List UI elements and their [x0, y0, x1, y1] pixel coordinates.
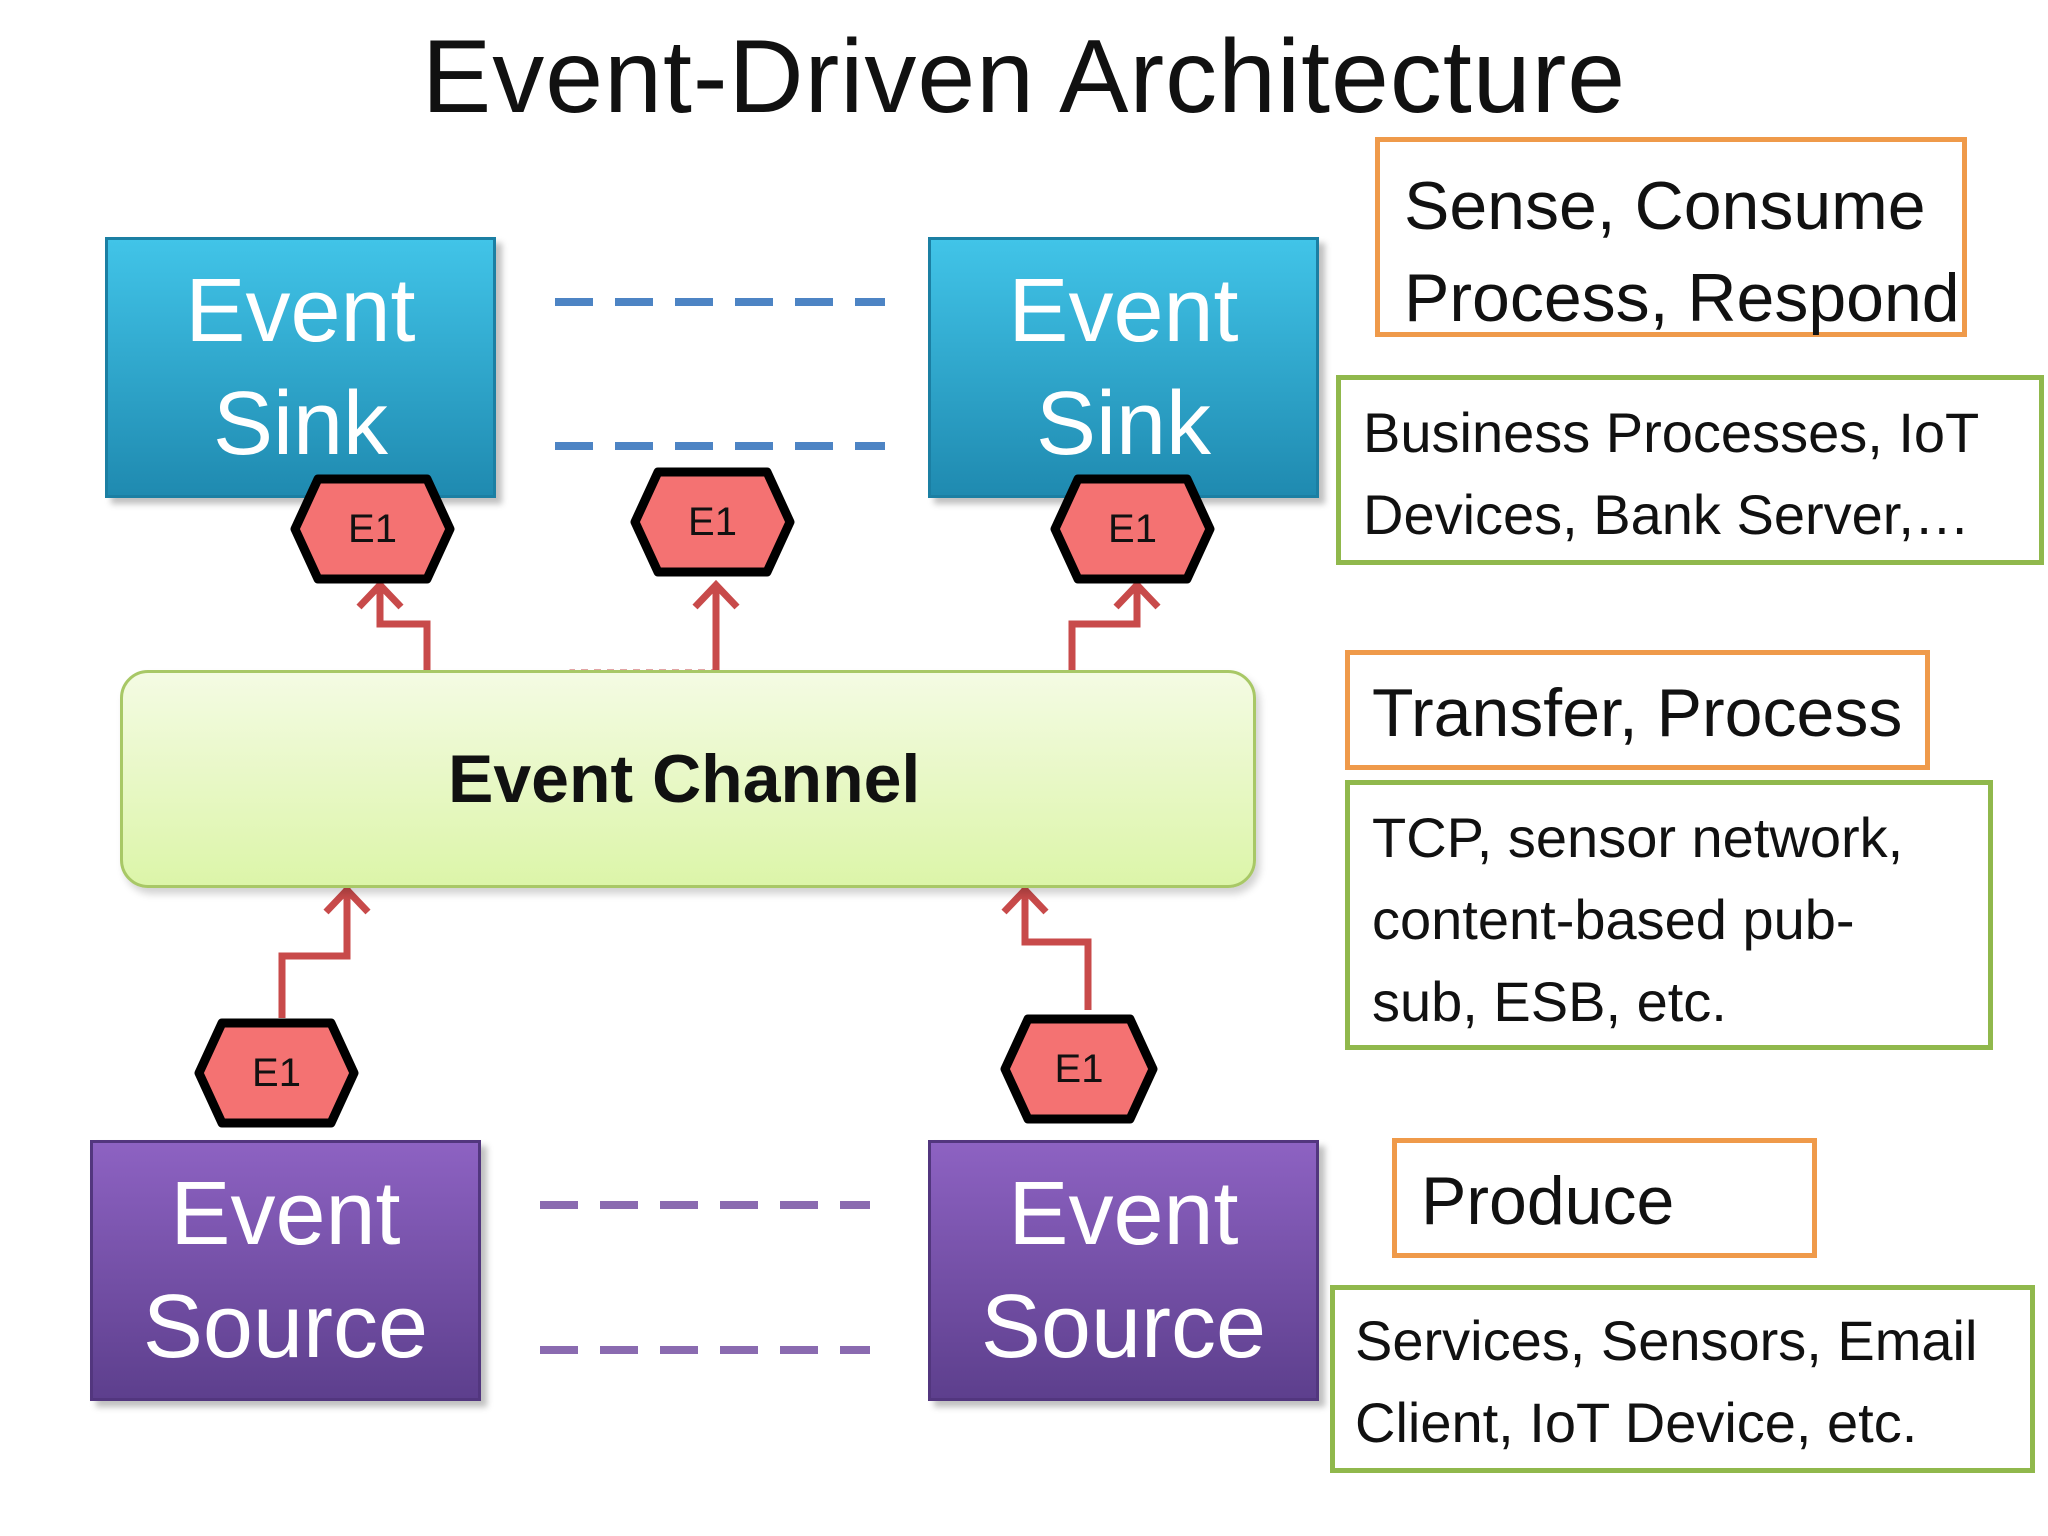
event-tag-source-left-label: E1 [252, 1050, 301, 1095]
event-sink-right-line1: Event [1008, 261, 1239, 361]
event-sink-left: Event Sink [105, 237, 496, 498]
event-tag-sink-right: E1 [1050, 474, 1215, 584]
right-sink-arrow [1068, 585, 1141, 670]
source-role-line1: Produce [1421, 1163, 1675, 1239]
sink-role-line2: Process, Respond [1404, 260, 1960, 336]
sink-examples-box: Business Processes, IoT Devices, Bank Se… [1336, 375, 2044, 565]
left-source-arrow [278, 890, 351, 1018]
right-source-arrow [1021, 890, 1092, 1010]
event-tag-source-right: E1 [1000, 1014, 1158, 1124]
sink-examples-line2: Devices, Bank Server,… [1363, 483, 1970, 546]
event-channel-label: Event Channel [448, 741, 921, 817]
event-tag-sink-left-label: E1 [348, 506, 397, 551]
event-tag-middle-label: E1 [688, 499, 737, 544]
right-sink-arrowhead [1113, 579, 1161, 610]
event-sink-left-line1: Event [185, 261, 416, 361]
event-tag-source-left: E1 [194, 1018, 359, 1128]
source-role-box: Produce [1392, 1138, 1817, 1258]
event-source-left: Event Source [90, 1140, 481, 1401]
left-sink-arrow [376, 585, 431, 670]
event-tag-sink-right-label: E1 [1108, 506, 1157, 551]
source-examples-box: Services, Sensors, Email Client, IoT Dev… [1330, 1285, 2035, 1473]
source-examples-line1: Services, Sensors, Email [1355, 1309, 1978, 1372]
sink-role-line1: Sense, Consume [1404, 168, 1926, 244]
sink-examples-line1: Business Processes, IoT [1363, 401, 1980, 464]
source-examples-line2: Client, IoT Device, etc. [1355, 1391, 1918, 1454]
channel-role-box: Transfer, Process [1345, 650, 1930, 770]
event-source-right-line2: Source [980, 1276, 1267, 1377]
event-tag-middle: E1 [630, 467, 795, 577]
event-tag-sink-left: E1 [290, 474, 455, 584]
sink-role-box: Sense, Consume Process, Respond [1375, 137, 1967, 337]
event-sink-right-line2: Sink [1035, 373, 1212, 474]
channel-examples-line1: TCP, sensor network, [1372, 806, 1904, 869]
event-source-right: Event Source [928, 1140, 1319, 1401]
channel-role-line1: Transfer, Process [1372, 675, 1903, 751]
event-tag-source-right-label: E1 [1054, 1046, 1104, 1091]
event-source-left-line1: Event [170, 1164, 401, 1264]
channel-examples-line3: sub, ESB, etc. [1372, 970, 1727, 1033]
channel-examples-line2: content-based pub- [1372, 888, 1855, 951]
event-source-left-line2: Source [142, 1276, 429, 1377]
page-title: Event-Driven Architecture [421, 19, 1627, 135]
channel-examples-box: TCP, sensor network, content-based pub- … [1345, 780, 1993, 1050]
left-sink-arrowhead [356, 579, 404, 610]
event-sink-left-line2: Sink [212, 373, 389, 474]
event-source-right-line1: Event [1008, 1164, 1239, 1264]
event-sink-right: Event Sink [928, 237, 1319, 498]
event-channel [120, 670, 1256, 888]
middle-tag-arrowhead [692, 579, 740, 610]
